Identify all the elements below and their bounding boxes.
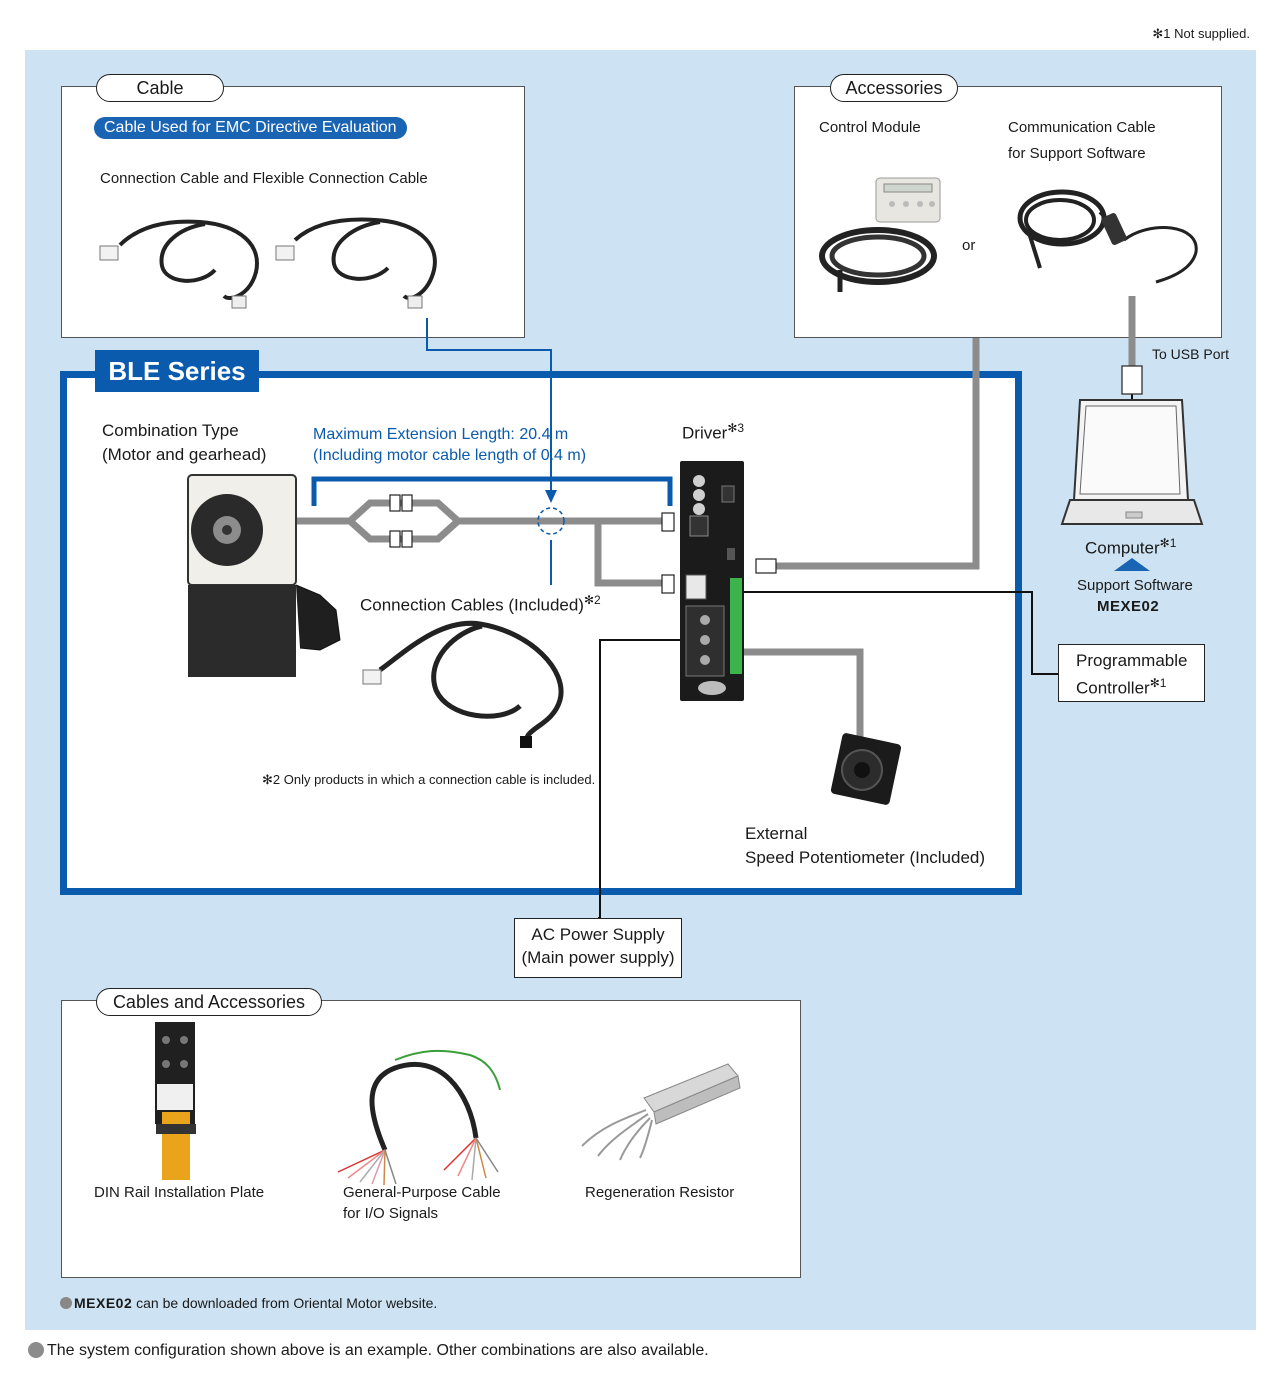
arrow-head-icon (545, 490, 557, 503)
motor-gearhead-label: (Motor and gearhead) (102, 445, 267, 464)
footnote-2: ✻2 Only products in which a connection c… (262, 772, 596, 787)
comm-cable-label-2: for Support Software (1008, 145, 1146, 162)
max-extension-label: Maximum Extension Length: 20.4 m (313, 426, 569, 443)
mexe-download-note: MEXE02 can be downloaded from Oriental M… (60, 1295, 437, 1312)
max-extension-note: (Including motor cable length of 0.4 m) (313, 447, 587, 464)
ac-power-supply-box: AC Power Supply (Main power supply) (514, 918, 682, 978)
accessories-section-title: Accessories (830, 74, 958, 102)
accessories-section-box (794, 86, 1222, 338)
cable-connector-icon (362, 669, 382, 685)
driver-text: Driver (682, 423, 728, 443)
speed-potentiometer-label: Speed Potentiometer (Included) (745, 848, 986, 867)
cable-connector-icon (99, 245, 119, 261)
included-cable-image (378, 620, 564, 747)
control-module-image (819, 177, 941, 292)
cable-connector-icon (520, 736, 532, 748)
computer-image (1060, 399, 1204, 525)
driver-footnote-mark: ✻3 (727, 421, 745, 435)
extension-point-circle (537, 507, 565, 535)
emc-badge: Cable Used for EMC Directive Evaluation (94, 117, 407, 139)
plc-line1: Programmable (1076, 651, 1188, 670)
io-cable-image (337, 1049, 501, 1186)
cable-arrow-line (426, 318, 552, 492)
cable-connectors (389, 365, 1143, 594)
signal-lines (598, 394, 1133, 919)
connection-cables-label: Connection Cables (Included)✻2 (360, 593, 601, 616)
cable-connector-icon (407, 295, 423, 309)
plc-footnote-mark: ✻1 (1149, 676, 1167, 690)
control-module-label: Control Module (819, 119, 921, 136)
usb-dongle-icon (1101, 213, 1127, 245)
up-arrow-icon (1114, 558, 1150, 571)
regeneration-resistor-image (581, 1063, 741, 1161)
combination-type-label: Combination Type (102, 421, 239, 440)
mexe-note-text: can be downloaded from Oriental Motor we… (132, 1295, 438, 1311)
regeneration-resistor-label: Regeneration Resistor (585, 1184, 735, 1201)
mexe-note-name: MEXE02 (74, 1295, 133, 1311)
din-rail-label: DIN Rail Installation Plate (94, 1184, 265, 1201)
connection-footnote-mark: ✻2 (583, 593, 601, 607)
comm-cable-label-1: Communication Cable (1008, 119, 1156, 136)
cable-connector-icon (231, 295, 247, 309)
or-label: or (962, 237, 976, 254)
ble-series-title: BLE Series (95, 350, 259, 392)
driver-image (680, 461, 744, 701)
din-rail-plate-image (155, 1022, 196, 1180)
connection-cable-label: Connection Cable and Flexible Connection… (100, 170, 428, 187)
connection-cables-text: Connection Cables (Included) (360, 595, 584, 615)
cable-image-2 (293, 217, 437, 300)
computer-label: Computer✻1 (1085, 536, 1176, 559)
computer-footnote-mark: ✻1 (1159, 536, 1177, 550)
cable-connector-icon (275, 245, 295, 261)
driver-label: Driver✻3 (682, 421, 744, 444)
external-label: External (745, 824, 808, 843)
power-line1: AC Power Supply (531, 925, 665, 944)
io-cable-label-1: General-Purpose Cable (343, 1184, 501, 1201)
cables-accessories-title: Cables and Accessories (96, 988, 322, 1016)
power-line2: (Main power supply) (521, 948, 675, 967)
communication-cable-image (1017, 189, 1198, 284)
mexe02-label: MEXE02 (1097, 598, 1160, 615)
cable-image-1 (118, 219, 259, 301)
io-cable-label-2: for I/O Signals (343, 1205, 439, 1222)
support-software-label: Support Software (1077, 577, 1193, 594)
motor-gearhead-image (187, 474, 341, 677)
speed-potentiometer-image (830, 733, 902, 805)
bottom-note: The system configuration shown above is … (47, 1342, 709, 1359)
programmable-controller-box: Programmable Controller✻1 (1058, 644, 1205, 702)
max-extension-bracket (311, 476, 673, 506)
cable-section-title: Cable (96, 74, 224, 102)
bullet-icon (60, 1297, 72, 1309)
bullet-icon (28, 1342, 44, 1358)
footnote-not-supplied: ✻1 Not supplied. (1152, 26, 1250, 41)
usb-port-label: To USB Port (1152, 346, 1230, 362)
computer-text: Computer (1085, 538, 1160, 558)
plc-line2: Controller (1076, 678, 1150, 698)
